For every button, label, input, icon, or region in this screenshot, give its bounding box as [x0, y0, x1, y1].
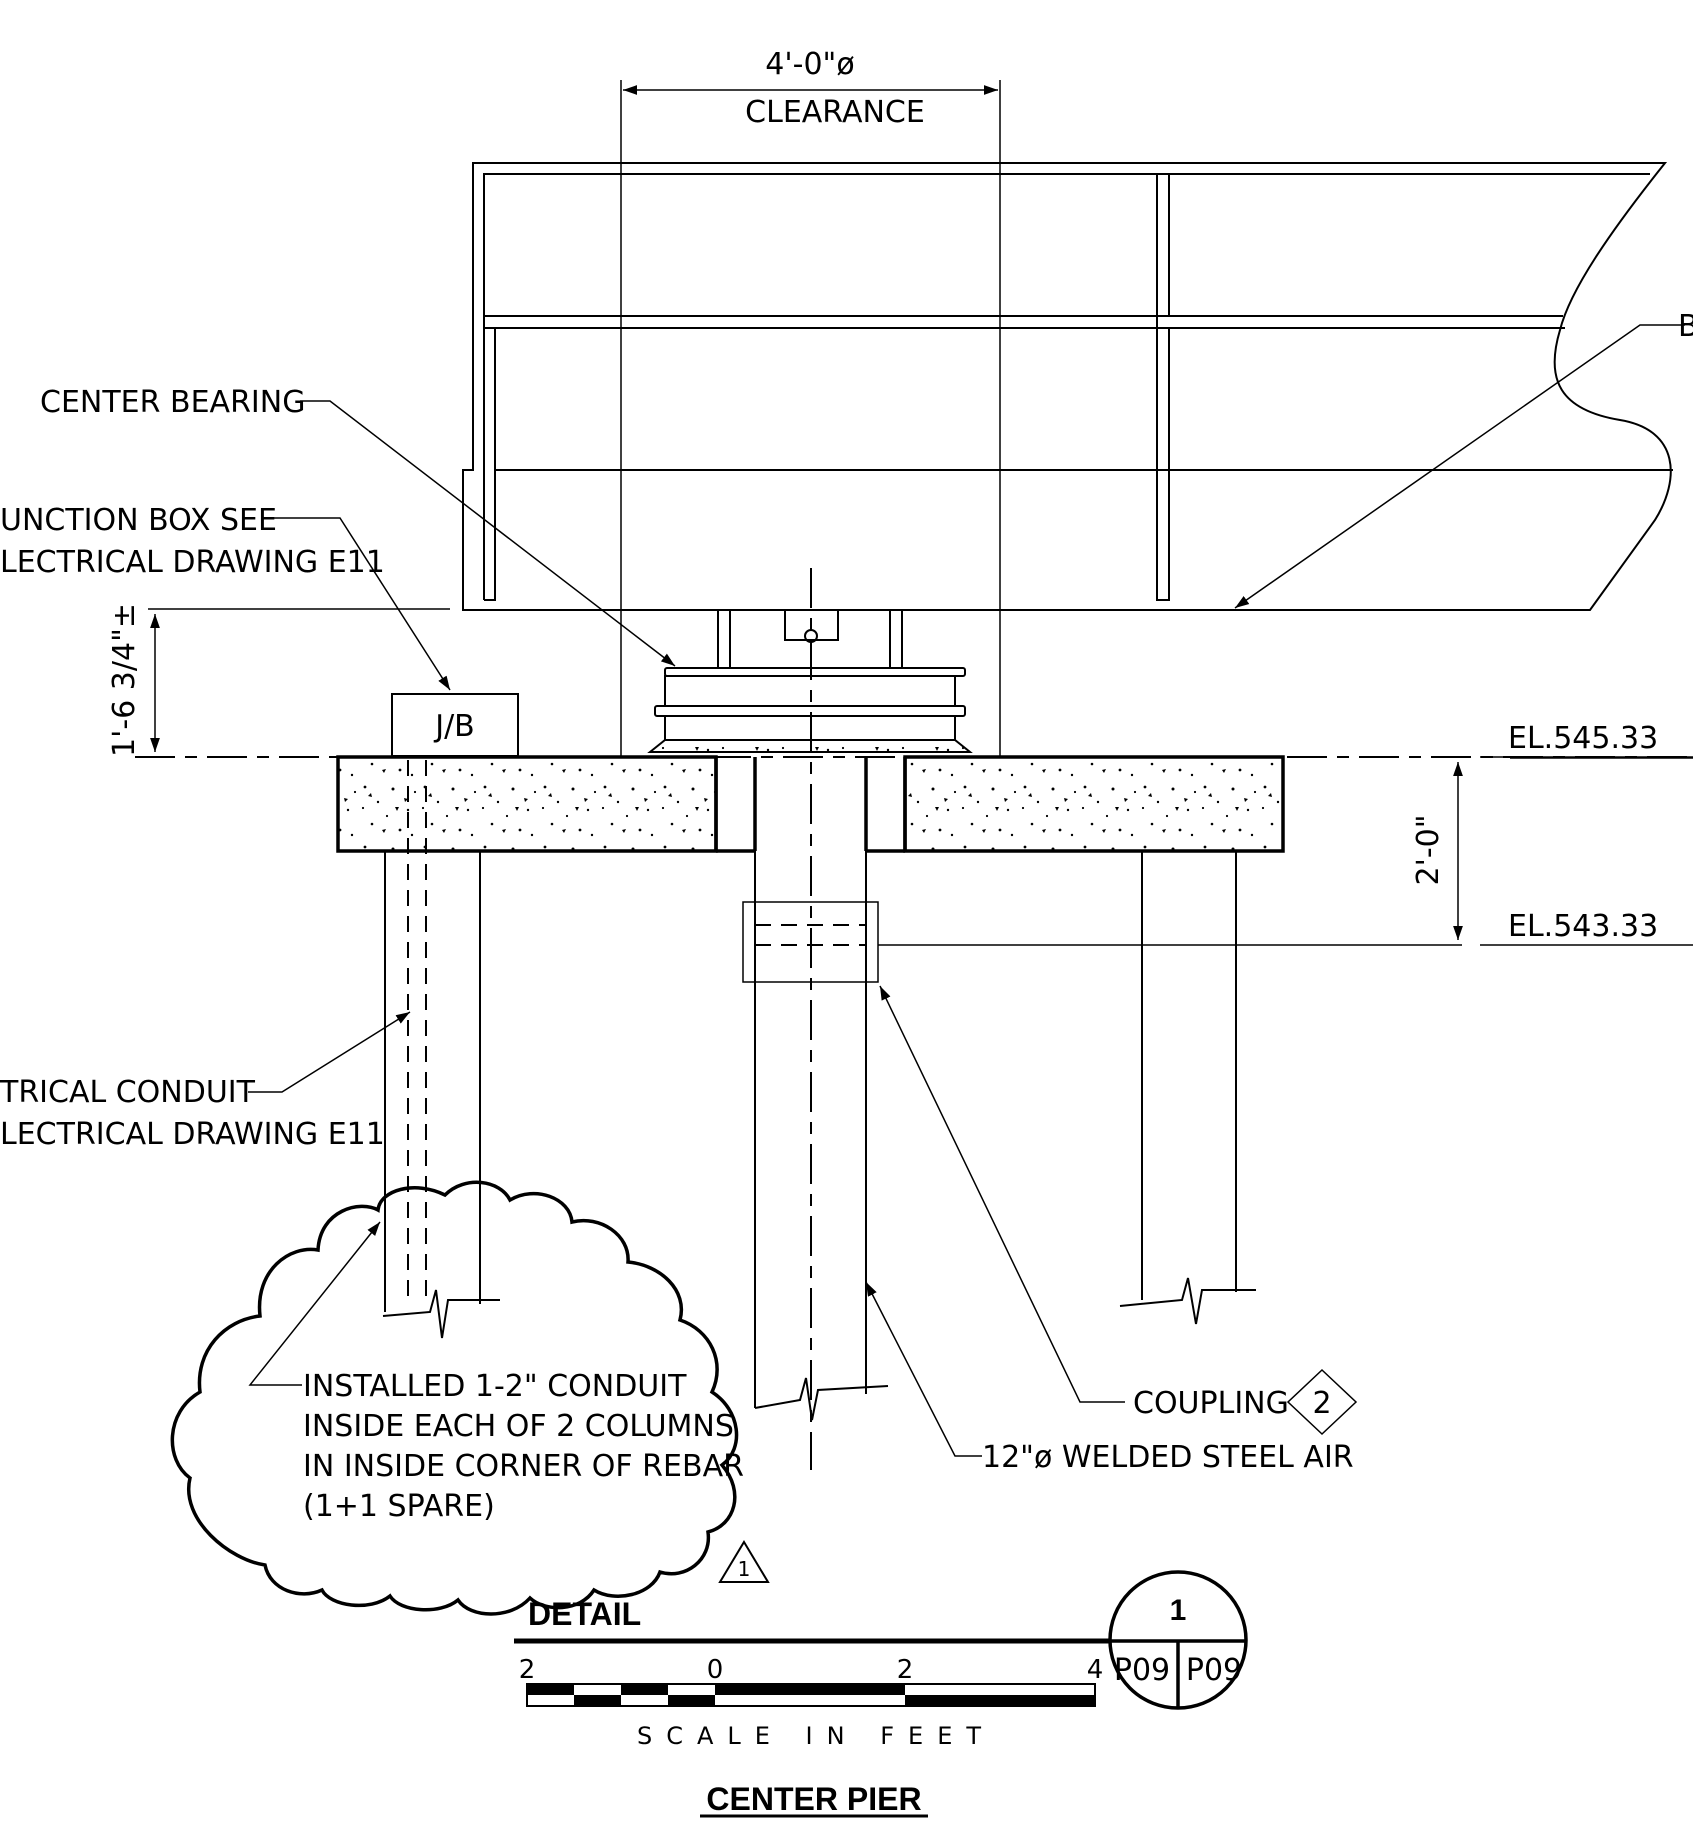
height-dimension: 1'-6 3/4"±: [107, 603, 450, 757]
right-edge-leader: B: [1234, 309, 1693, 609]
slab-thickness-value: 2'-0": [1411, 814, 1446, 885]
scale-tick-2: 0: [707, 1655, 724, 1685]
junction-box-leader: UNCTION BOX SEE LECTRICAL DRAWING E11: [0, 503, 451, 691]
revision-cloud: INSTALLED 1-2" CONDUIT INSIDE EACH OF 2 …: [170, 1180, 744, 1616]
coupling-leader: COUPLING 2: [879, 985, 1358, 1436]
revision-tag: 1: [738, 1557, 751, 1581]
air-pipe-label: 12"ø WELDED STEEL AIR: [982, 1440, 1354, 1475]
detail-number: 1: [1170, 1594, 1187, 1627]
conduit-label-line1: TRICAL CONDUIT: [0, 1075, 256, 1110]
center-air-pipe: [754, 568, 889, 1470]
junction-box-label-line1: UNCTION BOX SEE: [0, 503, 277, 538]
drawing-title: CENTER PIER: [700, 1781, 928, 1818]
drawing-title-text: CENTER PIER: [706, 1781, 921, 1817]
sheet-left: P09: [1114, 1653, 1170, 1688]
scale-tick-1: 2: [519, 1655, 536, 1685]
elevation-callouts: EL.545.33 EL.543.33 2'-0": [878, 721, 1693, 946]
concrete-slab: [336, 755, 1285, 853]
scale-tick-3: 2: [897, 1655, 914, 1685]
bridge-truss: [462, 162, 1673, 611]
revision-triangle: 1: [718, 1540, 770, 1583]
clearance-value: 4'-0"ø: [765, 47, 854, 82]
title-block: DETAIL 1 P09 P09: [514, 1570, 1248, 1710]
scale-bar: 2 0 2 4 SCALE IN FEET: [519, 1655, 1104, 1750]
conduit-label-line2: LECTRICAL DRAWING E11: [0, 1117, 385, 1152]
cloud-note-line3: IN INSIDE CORNER OF REBAR: [303, 1449, 744, 1484]
scale-caption: SCALE IN FEET: [637, 1722, 995, 1750]
detail-label: DETAIL: [528, 1596, 641, 1632]
junction-box-tag: J/B: [433, 709, 475, 744]
junction-box: J/B: [391, 693, 519, 757]
clearance-dimension: 4'-0"ø CLEARANCE: [620, 47, 1001, 758]
coupling-tag: 2: [1312, 1386, 1331, 1421]
junction-box-label-line2: LECTRICAL DRAWING E11: [0, 545, 385, 580]
height-dimension-value: 1'-6 3/4"±: [107, 603, 142, 757]
center-bearing-label: CENTER BEARING: [40, 385, 305, 420]
cloud-note-line2: INSIDE EACH OF 2 COLUMNS: [303, 1409, 734, 1444]
clearance-label: CLEARANCE: [745, 95, 925, 130]
coupling: [742, 901, 879, 983]
sheet-right: P09: [1186, 1653, 1242, 1688]
right-column: [1119, 851, 1256, 1325]
left-column: [382, 760, 500, 1339]
center-bearing-leader: CENTER BEARING: [40, 385, 676, 667]
cloud-note-line4: (1+1 SPARE): [303, 1489, 495, 1524]
right-edge-label: B: [1678, 309, 1693, 344]
air-pipe-leader: 12"ø WELDED STEEL AIR: [865, 1281, 1354, 1475]
cloud-note-line1: INSTALLED 1-2" CONDUIT: [303, 1369, 687, 1404]
elevation-bottom: EL.543.33: [1508, 909, 1658, 944]
conduit-leader: TRICAL CONDUIT LECTRICAL DRAWING E11: [0, 1011, 411, 1152]
elevation-top: EL.545.33: [1508, 721, 1658, 756]
coupling-label: COUPLING: [1133, 1386, 1289, 1421]
scale-tick-4: 4: [1087, 1655, 1104, 1685]
